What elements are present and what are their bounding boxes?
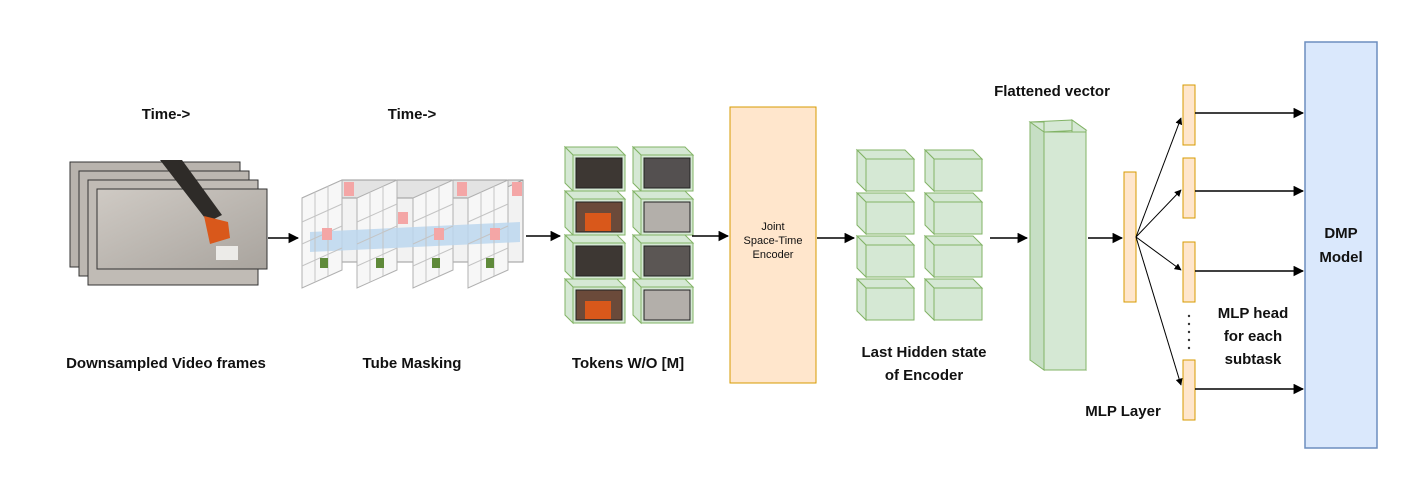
tokens-label: Tokens W/O [M] (572, 355, 684, 372)
mlp-head-label-line3: subtask (1225, 351, 1282, 368)
time-label-frames: Time-> (142, 106, 191, 123)
joint-space-time-encoder (729, 106, 817, 384)
flattened-vector (1028, 119, 1088, 371)
visible-patch (432, 258, 440, 268)
arrow-mlp-to-head-2 (1135, 189, 1182, 238)
masked-patch (434, 228, 444, 240)
encoder-label-line3: Encoder (753, 249, 794, 261)
token-cube (631, 277, 695, 325)
tokens-block (563, 145, 695, 325)
flattened-label: Flattened vector (994, 83, 1110, 100)
visible-patch (486, 258, 494, 268)
mlp-head (1182, 241, 1196, 303)
mlp-head (1182, 359, 1196, 421)
mlp-head-label-line2: for each (1224, 328, 1282, 345)
hidden-label-line1: Last Hidden state (861, 344, 986, 361)
arrow-mlp-to-head-1 (1135, 117, 1183, 238)
token-cube (563, 277, 627, 325)
masked-patch (457, 182, 467, 196)
masked-patch (322, 228, 332, 240)
token-cube (631, 145, 695, 193)
tube-label: Tube Masking (363, 355, 462, 372)
hidden-state-cube (855, 277, 916, 322)
mlp-layer-label: MLP Layer (1085, 403, 1161, 420)
encoder-label-line1: Joint (761, 221, 784, 233)
hidden-state-cube (855, 148, 916, 193)
hidden-state-cube (923, 191, 984, 236)
hidden-state-cube (855, 234, 916, 279)
masked-patch (512, 182, 522, 196)
arrow-mlp-to-head-3 (1135, 236, 1182, 271)
dmp-label-line1: DMP (1324, 225, 1357, 242)
ellipsis-dots (1187, 314, 1191, 350)
video-frame (96, 188, 268, 270)
arrow-mlp-to-head-4 (1135, 236, 1183, 386)
mlp-head (1182, 84, 1196, 146)
masked-patch (490, 228, 500, 240)
hidden-state-cube (855, 191, 916, 236)
dmp-label-line2: Model (1319, 249, 1362, 266)
masked-tube-band (310, 222, 520, 252)
video-frames (69, 160, 268, 286)
hidden-label-line2: of Encoder (885, 367, 964, 384)
token-cube (631, 189, 695, 237)
tube-masking-block (301, 179, 524, 289)
hidden-state-cube (923, 148, 984, 193)
mlp-layer (1123, 171, 1137, 303)
masked-patch (398, 212, 408, 224)
time-label-tube: Time-> (388, 106, 437, 123)
gripped-object (204, 216, 230, 244)
hidden-state-block (855, 148, 984, 322)
visible-patch (376, 258, 384, 268)
visible-patch (320, 258, 328, 268)
encoder-label-line2: Space-Time (744, 235, 803, 247)
token-cube (563, 189, 627, 237)
masked-patch (344, 182, 354, 196)
hidden-state-cube (923, 234, 984, 279)
robot-arm (160, 160, 222, 222)
target-cube (216, 246, 238, 260)
token-cube (563, 233, 627, 281)
token-cube (631, 233, 695, 281)
hidden-state-cube (923, 277, 984, 322)
token-cube (563, 145, 627, 193)
mlp-head (1182, 157, 1196, 219)
frames-label: Downsampled Video frames (66, 355, 266, 372)
dmp-model (1304, 41, 1378, 449)
mlp-head-label-line1: MLP head (1218, 305, 1289, 322)
